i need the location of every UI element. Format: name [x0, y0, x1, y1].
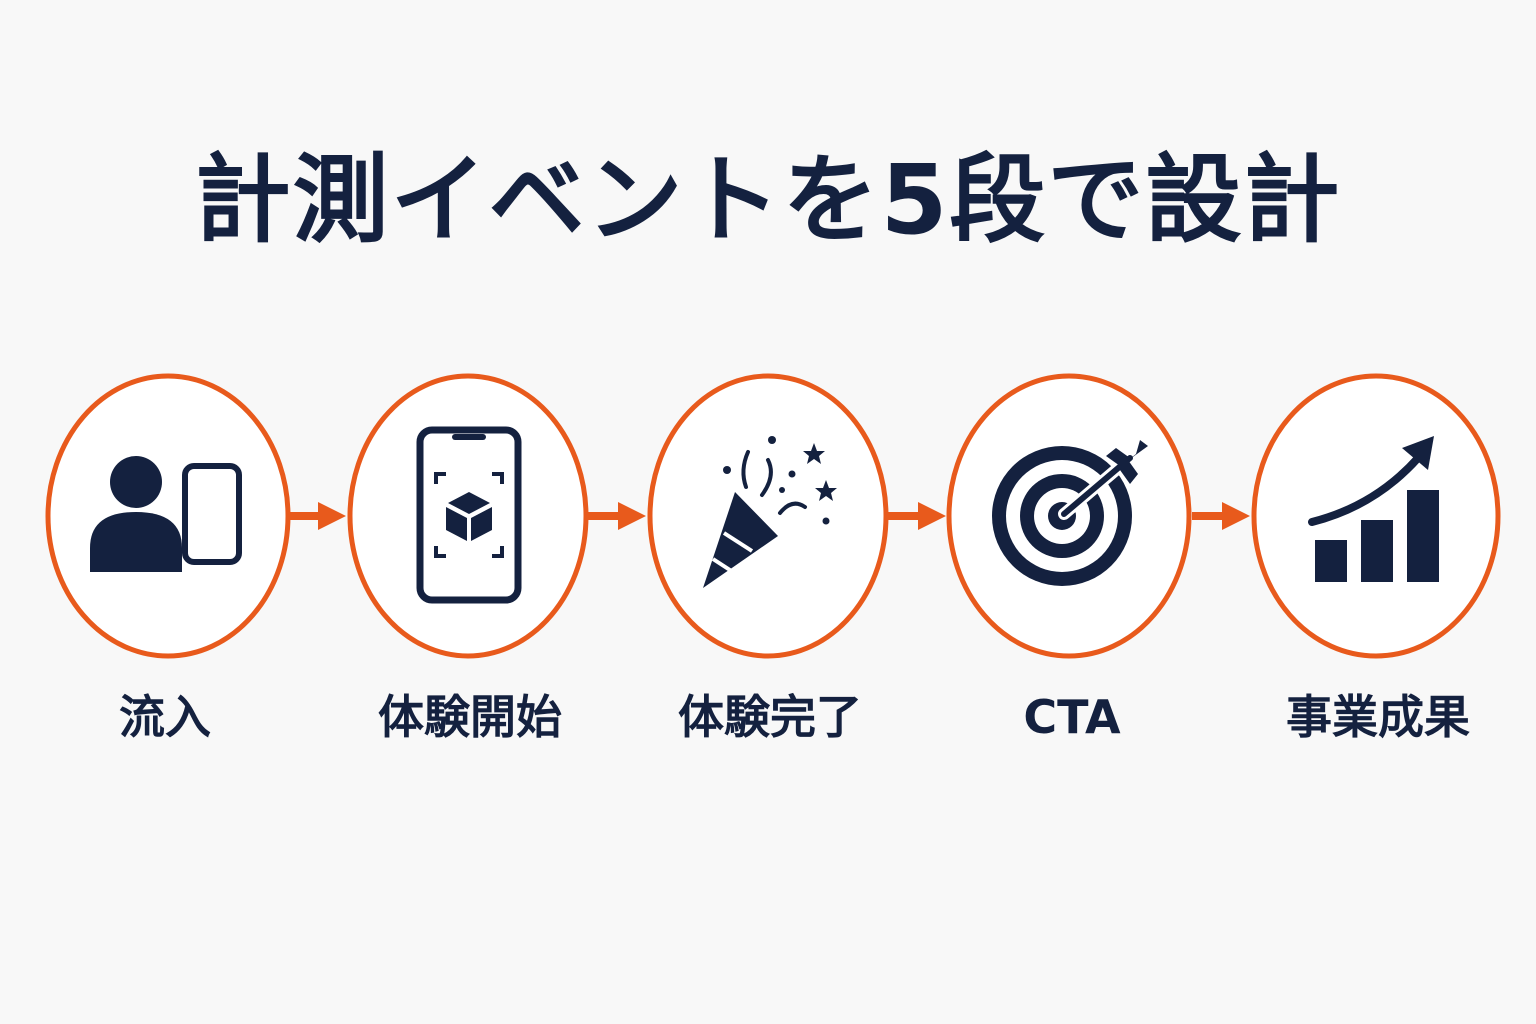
flow-arrow-3 — [888, 502, 946, 530]
step-circle-3 — [647, 373, 889, 659]
flow-arrow-4 — [1192, 502, 1250, 530]
step-circle-4 — [946, 373, 1192, 659]
step-label-1: 流入 — [119, 690, 211, 744]
party-popper-icon — [703, 436, 837, 588]
flow-arrow-1 — [288, 502, 346, 530]
rising-bar-chart-icon — [1308, 436, 1439, 582]
page-title: 計測イベントを5段で設計 — [194, 144, 1342, 256]
flow-arrow-2 — [588, 502, 646, 530]
step-circle-1 — [45, 373, 291, 659]
step-label-3: 体験完了 — [678, 690, 862, 744]
step-label-4: CTA — [1023, 690, 1121, 744]
smartphone-ar-cube-icon — [416, 426, 522, 604]
person-with-smartphone-icon — [90, 456, 242, 572]
step-label-5: 事業成果 — [1286, 690, 1470, 744]
step-circle-2 — [347, 373, 589, 659]
step-circle-5 — [1251, 373, 1501, 659]
step-label-2: 体験開始 — [378, 690, 562, 744]
target-with-arrow-icon — [992, 440, 1148, 586]
